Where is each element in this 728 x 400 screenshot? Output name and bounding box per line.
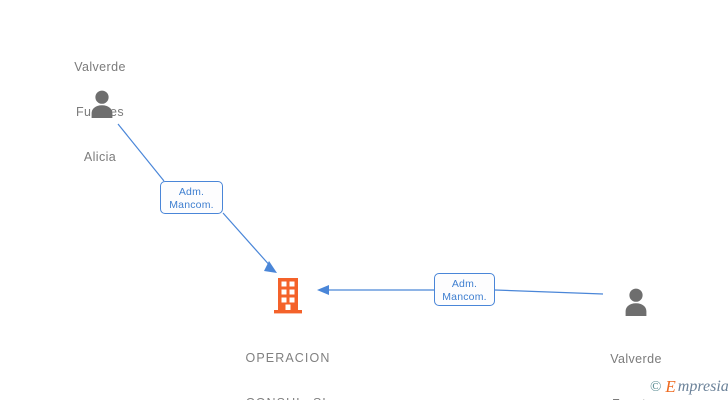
person-icon[interactable] [86, 88, 118, 120]
person-right-label: Valverde Fuentes Rocio [584, 322, 688, 400]
company-node[interactable] [271, 275, 305, 315]
relation-label-right-line-1: Adm. [451, 278, 478, 290]
person-left-node[interactable] [86, 88, 118, 120]
company-label: OPERACION CONSUL SL [228, 321, 348, 400]
building-icon[interactable] [271, 275, 305, 315]
relation-label-right-line-2: Mancom. [442, 291, 487, 303]
person-left-name-line-3: Alicia [83, 150, 117, 164]
person-right-name-line-2: Fuentes [584, 397, 688, 400]
brand-initial: E [665, 377, 676, 396]
arrowhead-company-left [264, 261, 277, 273]
company-name-line-2: CONSUL SL [228, 396, 348, 400]
person-right-name-line-1: Valverde [610, 352, 662, 366]
copyright-icon: © [650, 378, 662, 395]
relation-label-right[interactable]: Adm. Mancom. [434, 273, 495, 306]
relation-label-left[interactable]: Adm. Mancom. [160, 181, 223, 214]
arrowhead-company-right [317, 285, 329, 295]
brand-name: mpresia [677, 378, 728, 395]
person-left-name-line-1: Valverde [74, 60, 126, 74]
watermark: © E mpresia [650, 377, 728, 397]
person-right-node[interactable] [620, 286, 652, 318]
relation-label-left-line-1: Adm. [178, 186, 205, 198]
edge-label-to-company-left [222, 212, 273, 269]
edge-person-right-to-label [494, 289, 604, 295]
relation-label-left-line-2: Mancom. [169, 199, 214, 211]
person-icon[interactable] [620, 286, 652, 318]
company-name-line-1: OPERACION [245, 351, 331, 365]
